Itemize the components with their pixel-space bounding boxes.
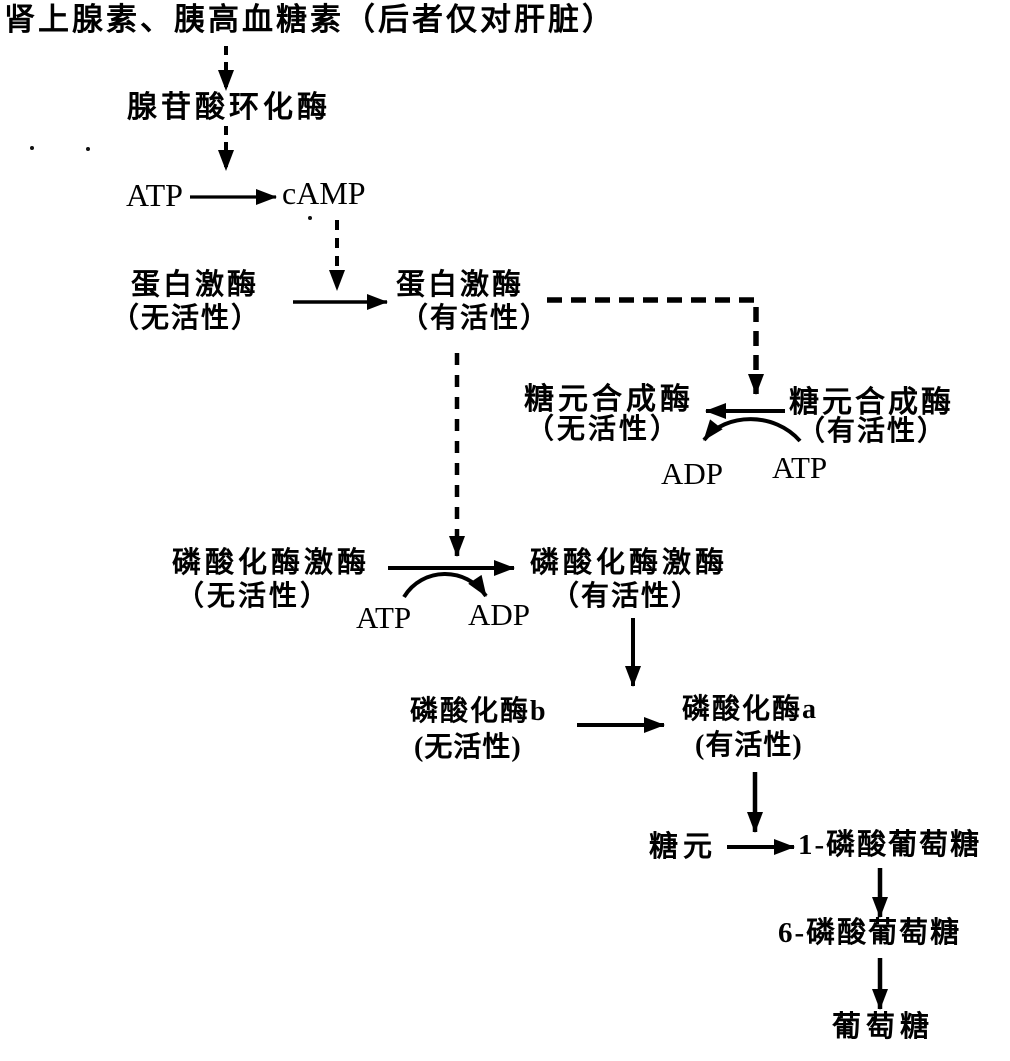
node-phosphorylase-kinase-inactive-name: 磷酸化酶激酶 bbox=[172, 547, 371, 579]
scan-speck bbox=[86, 147, 90, 151]
node-glycogen-synthase-inactive-name: 糖元合成酶 bbox=[524, 383, 694, 416]
node-glucose-1-phosphate: 1-磷酸葡萄糖 bbox=[798, 829, 982, 861]
node-glucose-6-phosphate: 6-磷酸葡萄糖 bbox=[778, 917, 962, 949]
node-adenylate-cyclase: 腺苷酸环化酶 bbox=[127, 91, 331, 124]
diagram-title: 肾上腺素、胰高血糖素（后者仅对肝脏） bbox=[4, 2, 616, 37]
node-protein-kinase-inactive-state: （无活性） bbox=[111, 303, 262, 334]
node-phosphorylase-kinase-active-state: （有活性） bbox=[551, 581, 702, 612]
arc-gs-atp-to-adp bbox=[702, 417, 802, 443]
dashed-elbow-pk-to-gs bbox=[547, 297, 764, 395]
node-phosphorylase-a-name: 磷酸化酶a bbox=[682, 694, 819, 725]
scan-speck bbox=[30, 146, 34, 150]
node-glycogen-synthase-inactive-state: （无活性） bbox=[526, 414, 682, 445]
node-camp: cAMP bbox=[282, 175, 366, 211]
label-phk-atp: ATP bbox=[356, 600, 412, 635]
label-phk-adp: ADP bbox=[468, 597, 531, 632]
node-atp-top: ATP bbox=[126, 177, 183, 213]
node-protein-kinase-active-name: 蛋白激酶 bbox=[396, 269, 525, 301]
node-protein-kinase-inactive-name: 蛋白激酶 bbox=[131, 269, 260, 301]
node-phosphorylase-kinase-active-name: 磷酸化酶激酶 bbox=[530, 547, 729, 579]
node-glucose: 葡萄糖 bbox=[832, 1011, 935, 1043]
scan-speck bbox=[308, 216, 312, 220]
label-gs-atp: ATP bbox=[772, 450, 828, 485]
label-gs-adp: ADP bbox=[661, 456, 724, 491]
node-phosphorylase-b-name: 磷酸化酶b bbox=[410, 696, 548, 727]
node-phosphorylase-kinase-inactive-state: （无活性） bbox=[176, 581, 332, 612]
arc-phk-atp-to-adp bbox=[402, 572, 488, 599]
node-glycogen-synthase-active-name: 糖元合成酶 bbox=[789, 386, 954, 419]
node-glycogen: 糖元 bbox=[649, 831, 718, 863]
node-phosphorylase-b-state: (无活性) bbox=[414, 732, 522, 763]
node-phosphorylase-a-state: (有活性) bbox=[695, 730, 803, 761]
node-protein-kinase-active-state: （有活性） bbox=[400, 303, 551, 334]
node-glycogen-synthase-active-state: （有活性） bbox=[797, 416, 948, 447]
